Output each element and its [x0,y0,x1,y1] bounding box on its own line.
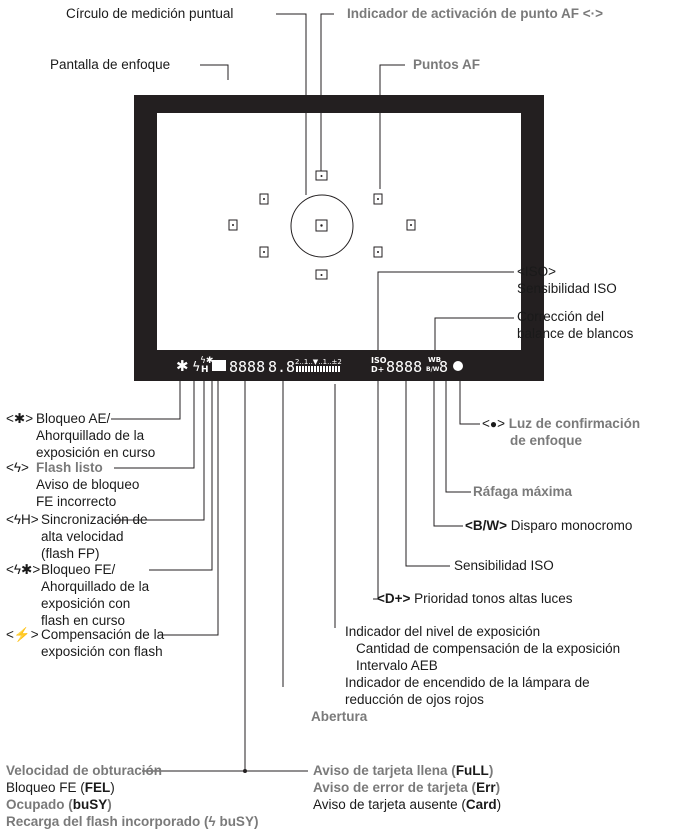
bw-symbol: <B/W> [465,518,508,533]
label-ae-lock-1: Bloqueo AE/ [36,411,111,426]
exposure-scale-labels: 2..1..▼..1..±2 [295,358,342,366]
label-fe-3: exposición con [41,596,131,611]
label-highlight-priority-row: <D+> Prioridad tonos altas luces [377,591,573,607]
af-point-right [406,219,416,231]
label-flash-recharge: Recarga del flash incorporado (ϟ buSY) [6,814,259,829]
wb-correction-indicator: WB [428,356,441,364]
fe-lock-symbol: <ϟ✱> [6,562,41,577]
label-fp-3: (flash FP) [41,546,100,561]
label-exposure-2: Cantidad de compensación de la exposició… [356,641,621,656]
ae-lock-icon: ✱ [176,357,189,375]
iso-indicator: ISO [371,356,387,365]
label-exposure-1: Indicador del nivel de exposición [345,624,541,639]
label-max-burst: Ráfaga máxima [473,484,573,499]
spot-metering-circle [290,194,354,258]
label-fe-4: flash en curso [41,613,126,628]
focus-dot-icon: ● [489,417,498,431]
label-exposure-3: Intervalo AEB [356,658,438,673]
viewfinder-frame [134,95,544,381]
af-point-center [315,219,328,232]
label-af-activation-indicator: Indicador de activación de punto AF <·> [347,6,604,21]
label-bw-row: <B/W> Disparo monocromo [465,518,632,534]
label-bw: Disparo monocromo [510,518,633,533]
label-shutter-speed: Velocidad de obturación [6,763,163,778]
label-highlight-priority: Prioridad tonos altas luces [414,591,573,606]
label-fe-2: Ahorquillado de la [41,579,150,594]
label-fe-1: Bloqueo FE/ [41,562,116,577]
label-wb-correction-1: Corrección del [517,309,605,324]
high-speed-sync-icon: H [201,365,209,375]
label-aperture: Abertura [311,709,368,724]
shutter-speed-digits: 8888 [229,358,265,376]
label-iso-top: Sensibilidad ISO [517,281,617,296]
label-fel-row: Bloqueo FE (FEL) [6,780,115,795]
label-focus-confirm-1: Luz de confirmación [508,416,641,431]
label-flash-2: Aviso de bloqueo [36,477,140,492]
label-fp-1: Sincronización de [41,512,148,527]
label-focus-confirm-row1: <●> Luz de confirmación [482,416,641,431]
af-point-upper-right [373,193,383,205]
d-plus-indicator: D+ [371,365,384,374]
label-no-card-row: Aviso de tarjeta ausente (Card) [313,797,502,812]
label-card-full-row: Aviso de tarjeta llena (FuLL) [313,763,494,778]
af-point-upper-left [259,193,269,205]
label-flash-comp-1: Compensación de la [41,627,165,642]
flash-ready-icon: ϟ [192,360,201,375]
label-focusing-screen: Pantalla de enfoque [50,57,171,72]
d-plus-symbol: <D+> [377,591,411,606]
label-flash-ready: Flash listo [36,460,103,475]
label-exposure-4: Indicador de encendido de la lámpara de [345,675,590,690]
label-af-points: Puntos AF [413,57,480,72]
af-points [228,170,416,280]
af-point-bottom [315,269,328,280]
leader-lines [111,13,514,772]
label-wb-correction-2: balance de blancos [517,326,634,341]
ae-lock-symbol: <✱> [6,411,34,426]
af-point-lower-left [259,246,269,258]
exposure-level-bars [296,366,340,372]
af-point-left [228,219,238,231]
af-point-lower-right [373,246,383,258]
fe-lock-icon: ϟ✱ [200,356,213,366]
label-ae-lock-2: Ahorquillado de la [36,428,145,443]
info-bar: ✱ ϟ ϟ✱ H 8888 8.8 2..1..▼..1..±2 ISO D+ … [176,356,463,376]
label-ae-lock-3: exposición en curso [36,445,156,460]
label-iso-symbol: <ISO> [517,264,557,279]
label-spot-metering-circle: Círculo de medición puntual [66,6,234,21]
high-speed-sync-symbol: <ϟH> [6,512,39,527]
label-card-error-row: Aviso de error de tarjeta (Err) [313,780,501,795]
label-focus-confirm-2: de enfoque [510,433,583,448]
label-flash-3: FE incorrecto [36,494,117,509]
bw-indicator: B/W [426,366,440,373]
flash-comp-icon [212,360,226,371]
label-iso-sensitivity: Sensibilidad ISO [454,558,554,573]
aperture-digits: 8.8 [268,358,295,376]
focus-confirm-light [453,361,463,371]
flash-comp-symbol: <⚡> [6,627,39,642]
label-busy-row: Ocupado (buSY) [6,797,112,812]
label-flash-comp-2: exposición con flash [41,644,163,659]
max-burst-digit: 8 [439,358,448,376]
label-exposure-5: reducción de ojos rojos [345,692,484,707]
flash-ready-symbol: <ϟ> [6,460,29,475]
label-fp-2: alta velocidad [41,529,124,544]
iso-digits: 8888 [386,358,422,376]
